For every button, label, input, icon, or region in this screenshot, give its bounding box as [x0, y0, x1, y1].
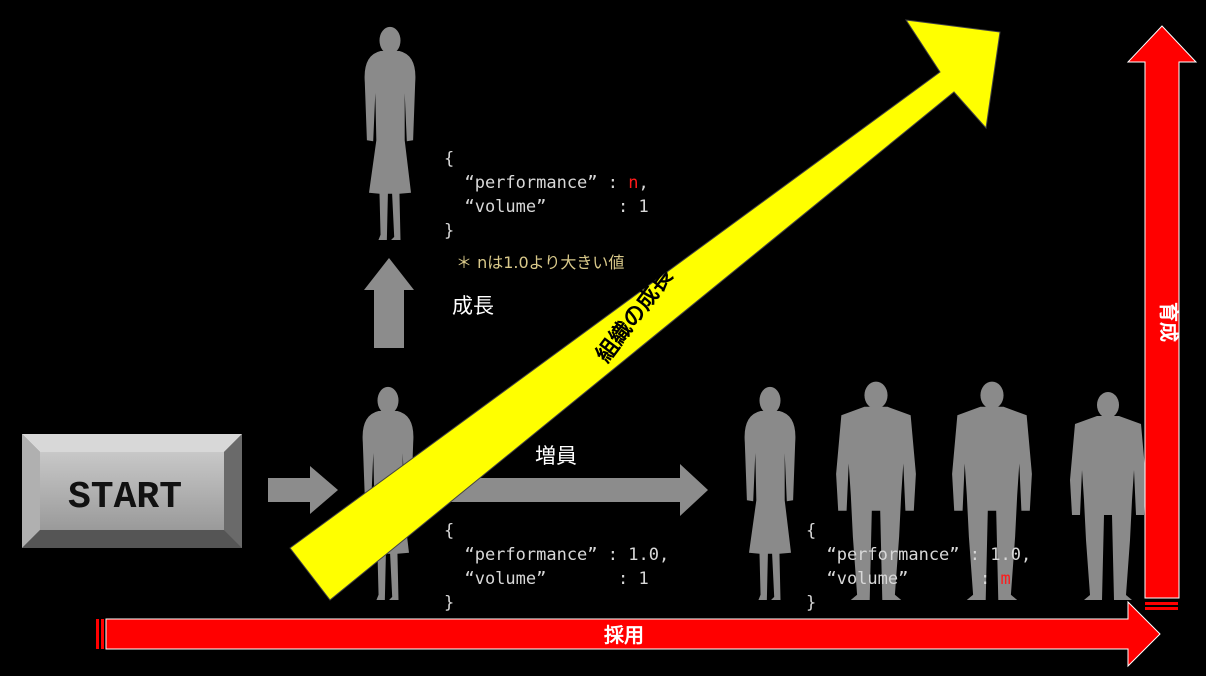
performance-value: n — [628, 173, 639, 193]
code-block-mid: { “performance” : 1.0, “volume” : 1 } — [444, 519, 669, 615]
code-block-top: { “performance” : n, “volume” : 1 } — [444, 147, 649, 243]
start-arrow — [268, 466, 338, 514]
comma: , — [638, 173, 649, 193]
brace-close: } — [444, 593, 455, 613]
brace-open: { — [444, 149, 455, 169]
training-arrow: 育成 — [1126, 25, 1198, 610]
brace-close: } — [444, 221, 455, 241]
start-button-label: START — [68, 476, 182, 519]
performance-key: “performance” : — [444, 545, 629, 565]
comma: , — [658, 545, 670, 565]
start-button[interactable]: START — [22, 434, 242, 548]
note-text: ＊ nは1.0より大きい値 — [456, 253, 625, 272]
growth-arrow — [364, 258, 414, 348]
volume-value: 1 — [638, 569, 649, 589]
code-block-right: { “performance” : 1.0, “volume” : m } — [806, 519, 1031, 615]
org-growth-arrow — [289, 19, 1001, 601]
brace-open: { — [806, 521, 817, 541]
increase-arrow — [440, 464, 708, 516]
performance-value: 1.0 — [628, 545, 659, 565]
hiring-arrow: 採用 — [96, 600, 1161, 668]
brace-open: { — [444, 521, 455, 541]
person-team-4 — [1070, 392, 1146, 600]
volume-value: m — [1000, 569, 1011, 589]
volume-key: “volume” : — [444, 569, 639, 589]
increase-label: 増員 — [535, 444, 577, 468]
performance-key: “performance” : — [806, 545, 991, 565]
training-label: 育成 — [1157, 302, 1181, 342]
volume-value: 1 — [638, 197, 649, 217]
person-top — [364, 26, 416, 241]
performance-key: “performance” : — [444, 173, 629, 193]
hiring-label: 採用 — [604, 623, 644, 647]
volume-key: “volume” : — [806, 569, 1001, 589]
comma: , — [1020, 545, 1032, 565]
person-team-1 — [744, 386, 796, 600]
volume-key: “volume” : — [444, 197, 639, 217]
brace-close: } — [806, 593, 817, 613]
performance-value: 1.0 — [990, 545, 1021, 565]
growth-label: 成長 — [452, 294, 494, 318]
